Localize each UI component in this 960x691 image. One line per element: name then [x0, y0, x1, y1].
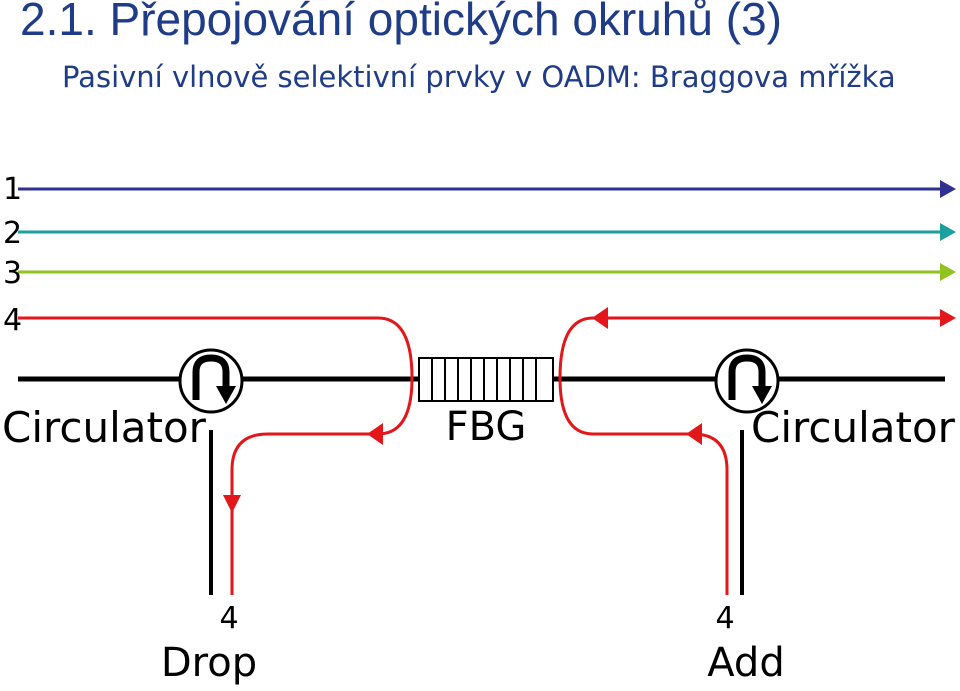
- fbg-label: FBG: [446, 404, 527, 450]
- drop-channel-label: 4: [219, 601, 238, 636]
- channel-2-arrow-icon: [940, 223, 956, 241]
- channel-4-label: 4: [3, 303, 22, 338]
- channel-3-label: 3: [3, 256, 22, 291]
- left-circulator-label: Circulator: [2, 403, 207, 452]
- left-circulator-icon: [178, 348, 244, 414]
- channel-3-arrow-icon: [940, 263, 956, 281]
- fbg-grating: [418, 357, 554, 402]
- right-circulator-icon: [714, 348, 780, 414]
- drop-label: Drop: [161, 640, 257, 686]
- channel-4-out-arrow-icon: [940, 309, 956, 327]
- channel-4-drop-path: [18, 316, 414, 595]
- add-channel-label: 4: [715, 601, 734, 636]
- drop-arrow-icon: [223, 495, 241, 513]
- add-back-arrow-icon: [592, 307, 608, 329]
- right-circulator-label: Circulator: [751, 403, 956, 452]
- slide-subtitle: Pasivní vlnově selektivní prvky v OADM: …: [62, 60, 896, 94]
- reflect-arrow-icon: [367, 423, 383, 445]
- channel-3-line: [18, 263, 956, 281]
- add-reflect-arrow-icon: [686, 423, 702, 445]
- channel-1-label: 1: [3, 172, 22, 207]
- channel-1-line: [18, 180, 956, 198]
- slide-title: 2.1. Přepojování optických okruhů (3): [20, 0, 782, 45]
- channel-1-arrow-icon: [940, 180, 956, 198]
- add-label: Add: [707, 640, 784, 686]
- channel-2-line: [18, 223, 956, 241]
- channel-4-add-path: [558, 316, 944, 595]
- channel-2-label: 2: [3, 216, 22, 251]
